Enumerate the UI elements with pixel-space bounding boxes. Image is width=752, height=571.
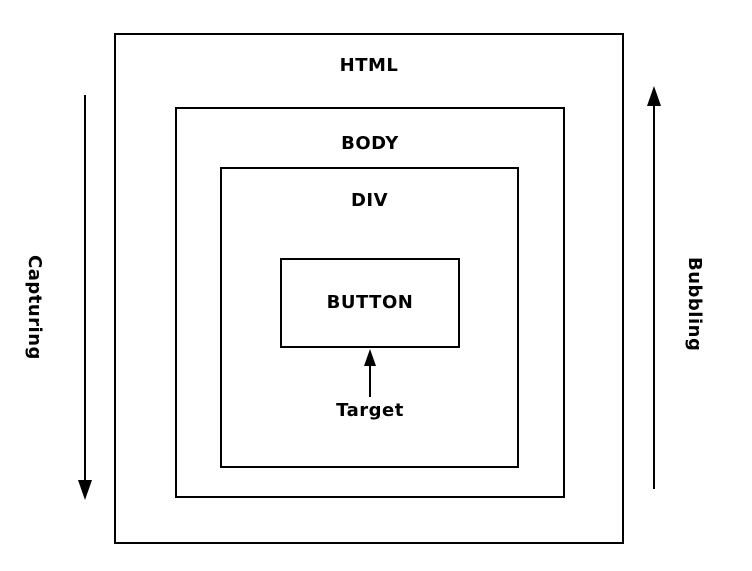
bubbling-arrow-up-icon <box>647 86 661 489</box>
body-box-label: BODY <box>341 133 399 154</box>
bubbling-arrowhead-icon <box>647 86 661 106</box>
capturing-arrow-down-icon <box>78 95 92 500</box>
button-box-label: BUTTON <box>326 292 414 313</box>
bubbling-phase-label: Bubbling <box>684 257 705 352</box>
html-box-label: HTML <box>339 55 399 76</box>
button-box: BUTTON <box>280 258 460 348</box>
target-label: Target <box>336 400 404 421</box>
body-box: BODY <box>175 107 565 498</box>
div-box-label: DIV <box>350 190 389 211</box>
capturing-phase-label: Capturing <box>24 255 45 360</box>
div-box: DIV <box>220 167 519 468</box>
capturing-arrowhead-icon <box>78 480 92 500</box>
html-box: HTML <box>114 33 624 544</box>
